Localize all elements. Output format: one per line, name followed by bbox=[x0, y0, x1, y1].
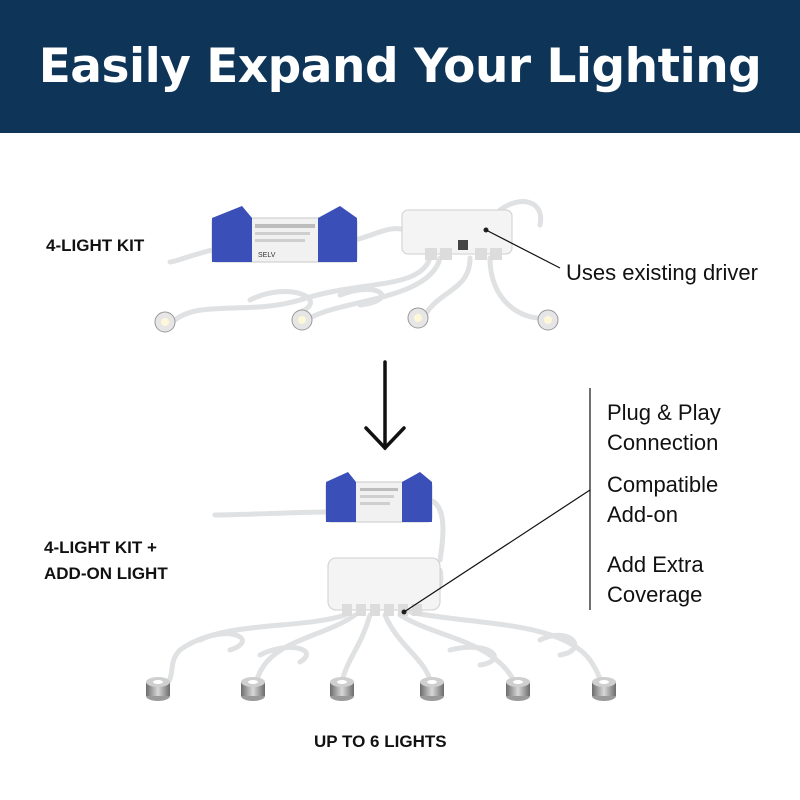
callout-line-bottom bbox=[403, 489, 591, 613]
feature-line: Plug & Play bbox=[607, 400, 721, 425]
kit-bottom-label-line1: 4-LIGHT KIT + bbox=[44, 538, 157, 557]
feature-coverage: Add Extra Coverage bbox=[607, 550, 704, 610]
feature-plug-play: Plug & Play Connection bbox=[607, 398, 721, 458]
bottom-lights bbox=[146, 677, 616, 701]
top-junction-box bbox=[401, 209, 513, 260]
feature-line: Coverage bbox=[607, 582, 703, 607]
kit-bottom-caption: UP TO 6 LIGHTS bbox=[314, 732, 447, 751]
feature-compatible: Compatible Add-on bbox=[607, 470, 718, 530]
kit-bottom-label-line2: ADD-ON LIGHT bbox=[44, 564, 168, 583]
page-title: Easily Expand Your Lighting bbox=[38, 39, 762, 94]
kit-top-label: 4-LIGHT KIT bbox=[46, 236, 145, 255]
bottom-driver bbox=[325, 472, 433, 523]
top-kit-cables bbox=[167, 199, 548, 323]
down-arrow-icon bbox=[364, 360, 406, 451]
feature-line: Add Extra bbox=[607, 552, 704, 577]
callout-existing-driver: Uses existing driver bbox=[566, 260, 758, 285]
feature-line: Compatible bbox=[607, 472, 719, 497]
bottom-junction-box bbox=[327, 557, 441, 616]
feature-line: Connection bbox=[607, 430, 719, 455]
header-banner: Easily Expand Your Lighting bbox=[0, 0, 800, 133]
top-lights bbox=[154, 307, 559, 333]
callout-line-top bbox=[485, 229, 561, 269]
top-driver: SELV bbox=[211, 206, 358, 263]
feature-line: Add-on bbox=[607, 502, 678, 527]
driver-label: SELV bbox=[258, 252, 276, 259]
